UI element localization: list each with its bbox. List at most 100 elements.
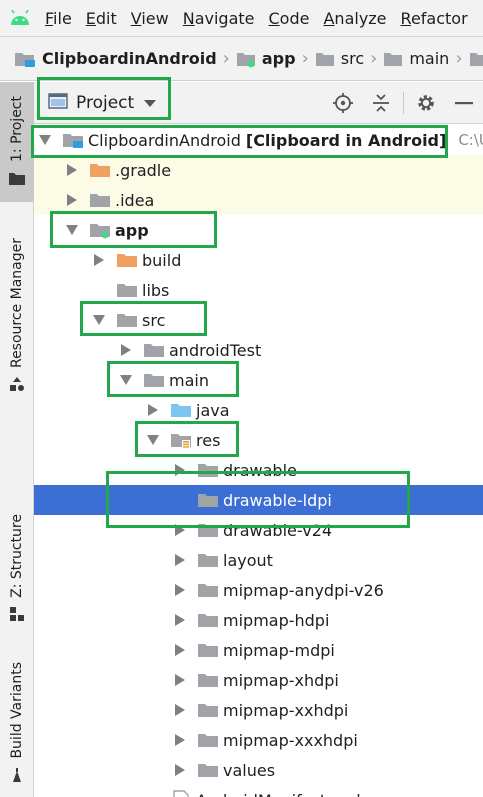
breadcrumb-separator: › xyxy=(222,48,230,69)
breadcrumb-item-main[interactable]: main xyxy=(383,37,449,80)
tree-node-gradle[interactable]: .gradle xyxy=(34,155,483,185)
tree-node-label: res xyxy=(196,430,221,450)
tab-build-variants-label: Build Variants xyxy=(9,662,25,759)
menu-code[interactable]: Code xyxy=(268,8,310,28)
tab-build-variants[interactable]: Build Variants xyxy=(0,662,34,792)
expand-arrow-right-icon[interactable] xyxy=(173,545,187,575)
expand-arrow-right-icon[interactable] xyxy=(173,695,187,725)
menu-navigate[interactable]: Navigate xyxy=(182,8,255,28)
menu-edit[interactable]: Edit xyxy=(85,8,117,28)
tree-node-label: mipmap-xhdpi xyxy=(223,670,339,690)
tree-node-mipmap-xxxhdpi[interactable]: mipmap-xxxhdpi xyxy=(34,725,483,755)
minimize-icon[interactable] xyxy=(445,82,483,124)
expand-arrow-right-icon[interactable] xyxy=(65,185,79,215)
expand-arrow-right-icon[interactable] xyxy=(173,575,187,605)
expand-arrow-right-icon[interactable] xyxy=(173,725,187,755)
folder-icon xyxy=(143,365,165,395)
tree-node-label: androidTest xyxy=(169,340,262,360)
project-display-name: [Clipboard in Android] xyxy=(245,130,447,150)
tree-spacer xyxy=(92,275,106,305)
collapse-all-icon[interactable] xyxy=(362,82,400,124)
tab-structure[interactable]: Z: Structure xyxy=(0,514,34,634)
project-folder-icon xyxy=(62,125,84,155)
tree-node-mipmap-xxhdpi[interactable]: mipmap-xxhdpi xyxy=(34,695,483,725)
breadcrumb-item-src[interactable]: src xyxy=(315,37,364,80)
expand-arrow-right-icon[interactable] xyxy=(173,665,187,695)
tree-node-res[interactable]: res xyxy=(34,425,483,455)
tree-node-mipmap-anydpi-v26[interactable]: mipmap-anydpi-v26 xyxy=(34,575,483,605)
menu-file[interactable]: File xyxy=(45,8,72,28)
tree-node-libs[interactable]: libs xyxy=(34,275,483,305)
tree-node-clipboardinandroid[interactable]: ClipboardinAndroid[Clipboard in Android]… xyxy=(34,125,483,155)
expand-arrow-right-icon[interactable] xyxy=(65,155,79,185)
tree-node-mipmap-xhdpi[interactable]: mipmap-xhdpi xyxy=(34,665,483,695)
tree-node-androidmanifest-xml[interactable]: AndroidManifest.xml xyxy=(34,785,483,797)
folder-icon xyxy=(9,170,25,189)
tree-node-label: mipmap-hdpi xyxy=(223,610,330,630)
expand-arrow-right-icon[interactable] xyxy=(173,455,187,485)
expand-arrow-down-icon[interactable] xyxy=(65,215,79,245)
settings-icon[interactable] xyxy=(407,82,445,124)
expand-arrow-down-icon[interactable] xyxy=(38,125,52,155)
breadcrumb-separator: › xyxy=(455,48,463,69)
resource-folder-icon xyxy=(170,425,192,455)
expand-arrow-down-icon[interactable] xyxy=(146,425,160,455)
tree-node-drawable[interactable]: drawable xyxy=(34,455,483,485)
expand-arrow-right-icon[interactable] xyxy=(173,635,187,665)
tree-node-label: layout xyxy=(223,550,273,570)
build-variants-icon xyxy=(9,767,25,787)
project-path: C:\U xyxy=(458,131,483,149)
tree-node-src[interactable]: src xyxy=(34,305,483,335)
tree-node-build[interactable]: build xyxy=(34,245,483,275)
tree-node-label: .idea xyxy=(115,190,155,210)
tree-node-mipmap-hdpi[interactable]: mipmap-hdpi xyxy=(34,605,483,635)
project-folder-icon xyxy=(14,50,36,68)
project-view-selector[interactable]: Project xyxy=(34,82,157,123)
tree-node-java[interactable]: java xyxy=(34,395,483,425)
folder-icon xyxy=(197,605,219,635)
tab-project[interactable]: 1: Project xyxy=(0,82,34,202)
toolbar-divider xyxy=(403,91,404,114)
menu-analyze[interactable]: Analyze xyxy=(323,8,387,28)
expand-arrow-right-icon[interactable] xyxy=(119,335,133,365)
breadcrumb-item-next[interactable] xyxy=(469,37,483,80)
breadcrumb-separator: › xyxy=(370,48,378,69)
tree-node-drawable-v24[interactable]: drawable-v24 xyxy=(34,515,483,545)
tree-node-label: drawable-v24 xyxy=(223,520,333,540)
folder-icon xyxy=(197,725,219,755)
folder-icon xyxy=(89,185,111,215)
tab-resource-manager[interactable]: Resource Manager xyxy=(0,238,34,408)
tree-node-main[interactable]: main xyxy=(34,365,483,395)
tree-node-layout[interactable]: layout xyxy=(34,545,483,575)
tree-node-label: app xyxy=(115,220,149,240)
breadcrumb-item-project[interactable]: ClipboardinAndroid xyxy=(14,37,217,80)
tree-node-values[interactable]: values xyxy=(34,755,483,785)
source-folder-icon xyxy=(170,395,192,425)
project-view-label: Project xyxy=(76,92,135,113)
folder-icon xyxy=(143,335,165,365)
tree-node-drawable-ldpi[interactable]: drawable-ldpi xyxy=(34,485,483,515)
folder-icon xyxy=(469,51,483,67)
expand-arrow-down-icon[interactable] xyxy=(119,365,133,395)
tree-node-mipmap-mdpi[interactable]: mipmap-mdpi xyxy=(34,635,483,665)
menu-refactor[interactable]: Refactor xyxy=(400,8,468,28)
chevron-down-icon xyxy=(144,93,157,112)
expand-arrow-right-icon[interactable] xyxy=(173,605,187,635)
tree-node-label: values xyxy=(223,760,276,780)
locate-icon[interactable] xyxy=(324,82,362,124)
breadcrumb-item-app[interactable]: app xyxy=(236,37,296,80)
tree-node-idea[interactable]: .idea xyxy=(34,185,483,215)
expand-arrow-right-icon[interactable] xyxy=(173,515,187,545)
menu-view[interactable]: View xyxy=(130,8,169,28)
expand-arrow-down-icon[interactable] xyxy=(92,305,106,335)
expand-arrow-right-icon[interactable] xyxy=(173,755,187,785)
tree-node-androidtest[interactable]: androidTest xyxy=(34,335,483,365)
expand-arrow-right-icon[interactable] xyxy=(92,245,106,275)
folder-icon xyxy=(116,275,138,305)
tree-node-app[interactable]: app xyxy=(34,215,483,245)
tab-project-label: 1: Project xyxy=(9,96,25,162)
tree-node-label: mipmap-xxhdpi xyxy=(223,700,349,720)
tree-node-label: mipmap-xxxhdpi xyxy=(223,730,358,750)
expand-arrow-right-icon[interactable] xyxy=(146,395,160,425)
folder-icon xyxy=(383,51,403,67)
